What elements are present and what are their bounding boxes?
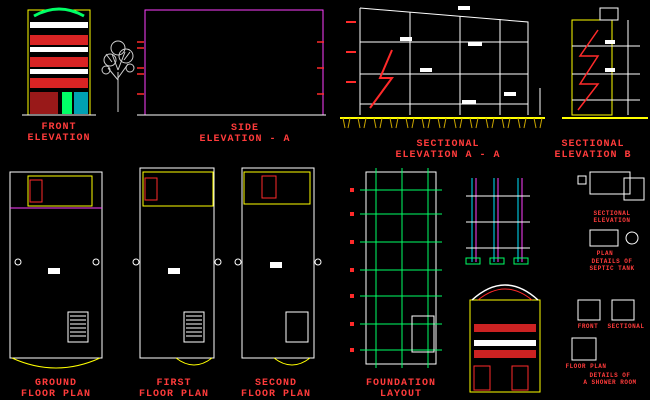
column-details-drawing (465, 178, 530, 265)
septic-details-label-line2: SEPTIC TANK (589, 265, 635, 272)
foundation-layout-drawing (350, 168, 442, 368)
tree-illustration (101, 40, 135, 112)
sectional-a-label-line1: SECTIONAL (416, 139, 480, 150)
front-elevation-label-line2: ELEVATION (27, 133, 91, 144)
ground-floor-label-line1: GROUND (34, 378, 77, 389)
septic-details-label-line1: DETAILS OF (591, 258, 633, 265)
ground-floor-plan-drawing (9, 171, 103, 369)
septic-plan-label: PLAN (596, 250, 614, 257)
sectional-b-label-line2: ELEVATION B (554, 150, 632, 161)
septic-details-label: DETAILS OF SEPTIC TANK (576, 258, 648, 272)
side-elevation-label: SIDE ELEVATION - A (186, 123, 304, 145)
details-small-label-line1: DETAILS OF (589, 372, 631, 379)
sectional-a-label-line2: ELEVATION A - A (395, 150, 501, 161)
sectional-b-label: SECTIONAL ELEVATION B (538, 139, 648, 161)
front-small-label: FRONT (577, 323, 599, 330)
first-floor-label-line1: FIRST (156, 378, 192, 389)
septic-sectional-label: SECTIONAL ELEVATION (584, 210, 640, 224)
sectional-small-label: SECTIONAL (607, 323, 645, 330)
front-elevation-label: FRONT ELEVATION (24, 122, 94, 144)
details-small-label-line2: A SHOWER ROOM (583, 379, 637, 386)
foundation-label: FOUNDATION LAYOUT (346, 378, 456, 400)
second-floor-label-line1: SECOND (254, 378, 297, 389)
first-floor-label: FIRST FLOOR PLAN (124, 378, 224, 400)
first-floor-label-line2: FLOOR PLAN (138, 389, 209, 400)
foundation-label-line1: FOUNDATION (365, 378, 436, 389)
shower-room-details-drawing (571, 299, 635, 361)
first-floor-plan-drawing (132, 167, 222, 366)
front-elevation-drawing (22, 7, 96, 116)
second-floor-label-line2: FLOOR PLAN (240, 389, 311, 400)
second-floor-plan-drawing (234, 167, 322, 366)
sectional-a-label: SECTIONAL ELEVATION A - A (380, 139, 516, 161)
front-elevation-label-line1: FRONT (41, 122, 77, 133)
side-elevation-drawing (137, 9, 326, 116)
side-elevation-label-line1: SIDE (230, 123, 259, 134)
side-elevation-label-line2: ELEVATION - A (199, 134, 291, 145)
septic-tank-details-drawing (577, 171, 645, 247)
septic-sectional-label-line1: SECTIONAL (593, 210, 631, 217)
sectional-b-label-line1: SECTIONAL (561, 139, 625, 150)
foundation-label-line2: LAYOUT (379, 389, 422, 400)
sectional-a-drawing (340, 6, 545, 129)
small-front-elevation-drawing (469, 284, 541, 393)
sectional-b-drawing (562, 7, 648, 119)
ground-floor-label: GROUND FLOOR PLAN (6, 378, 106, 400)
floor-plan-small-label: FLOOR PLAN (565, 363, 607, 370)
septic-sectional-label-line2: ELEVATION (593, 217, 631, 224)
details-small-label: DETAILS OF A SHOWER ROOM (572, 372, 648, 386)
ground-floor-label-line2: FLOOR PLAN (20, 389, 91, 400)
second-floor-label: SECOND FLOOR PLAN (226, 378, 326, 400)
